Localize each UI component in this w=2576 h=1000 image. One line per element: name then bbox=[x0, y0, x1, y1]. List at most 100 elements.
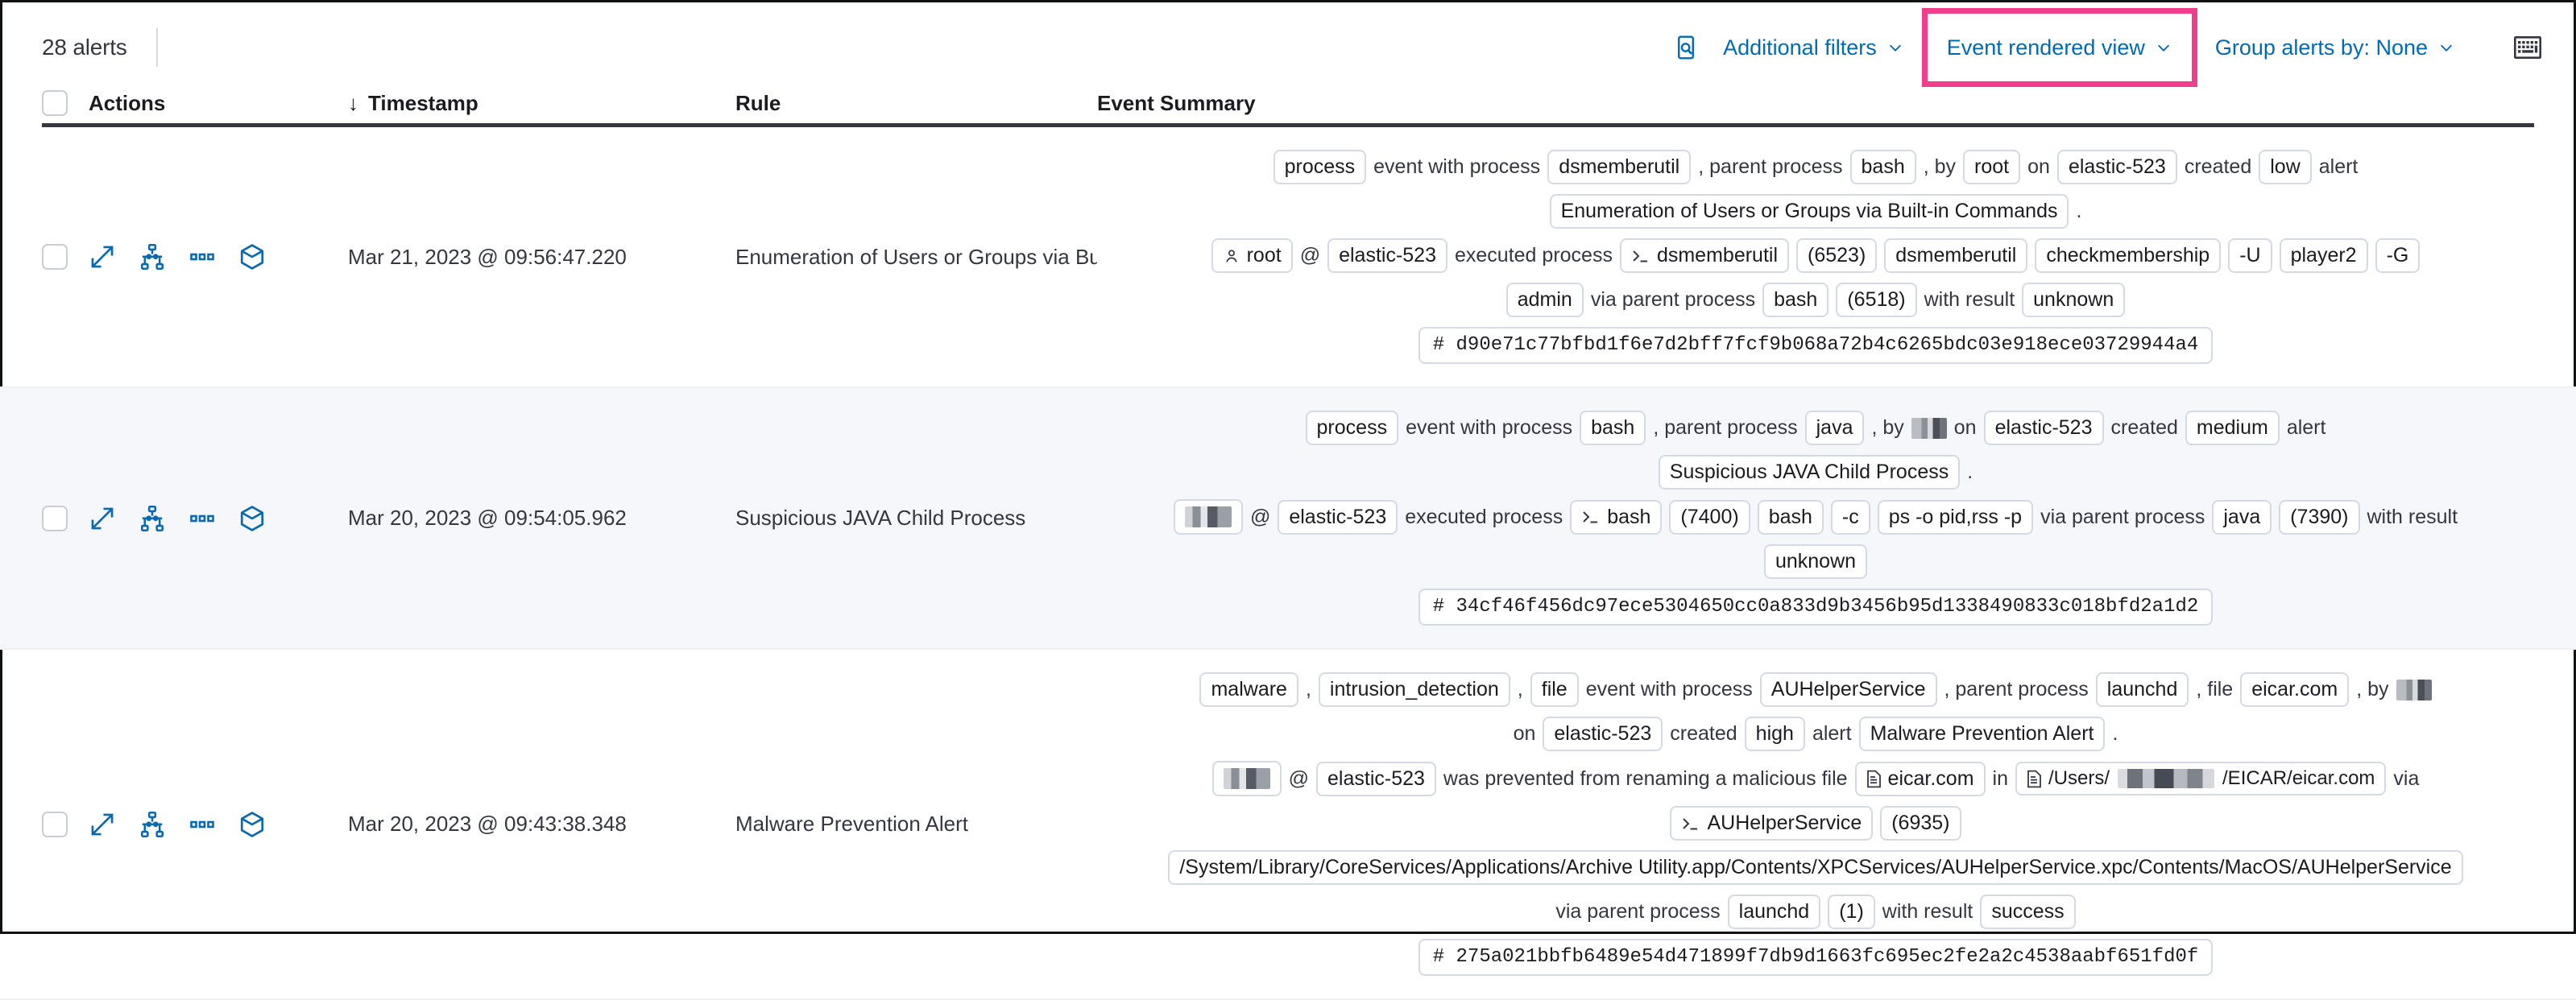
summary-field-chip[interactable]: eicar.com bbox=[1855, 762, 1986, 796]
file-path-chip[interactable]: /Users//EICAR/eicar.com bbox=[2015, 762, 2386, 795]
summary-text: @ bbox=[1250, 507, 1270, 527]
select-all-checkbox[interactable] bbox=[42, 90, 68, 116]
event-hash-chip[interactable]: # 34cf46f456dc97ece5304650cc0a833d9b3456… bbox=[1418, 589, 2214, 626]
column-header-actions[interactable]: Actions bbox=[89, 79, 165, 127]
summary-field-chip[interactable]: launchd bbox=[1728, 895, 1821, 929]
analyzer-cube-icon[interactable] bbox=[238, 243, 266, 271]
summary-field-chip[interactable]: launchd bbox=[2096, 672, 2189, 707]
summary-field-chip[interactable]: dsmemberutil bbox=[1547, 150, 1691, 184]
summary-field-chip[interactable]: (7390) bbox=[2279, 500, 2359, 535]
event-rendered-view-button[interactable]: Event rendered view bbox=[1936, 25, 2184, 70]
summary-field-chip[interactable]: medium bbox=[2185, 411, 2280, 445]
summary-field-chip[interactable]: malware bbox=[1199, 672, 1298, 707]
event-hash-chip[interactable]: # 275a021bbfb6489e54d471899f7db9d1663fc6… bbox=[1418, 939, 2214, 976]
summary-field-chip[interactable]: -U bbox=[2228, 238, 2272, 273]
summary-field-value: admin bbox=[1518, 290, 1572, 310]
summary-field-chip[interactable]: Malware Prevention Alert bbox=[1859, 717, 2106, 751]
redacted-user-chip[interactable] bbox=[1174, 499, 1243, 535]
summary-field-chip[interactable]: process bbox=[1306, 411, 1399, 445]
summary-field-chip[interactable]: /System/Library/CoreServices/Application… bbox=[1168, 850, 2462, 885]
additional-filters-label: Additional filters bbox=[1723, 35, 1877, 60]
summary-field-chip[interactable]: (1) bbox=[1828, 895, 1875, 929]
event-hash-chip[interactable]: # d90e71c77bfbd1f6e7d2bff7fcf9b068a72b4c… bbox=[1418, 327, 2214, 364]
summary-field-chip[interactable]: elastic-523 bbox=[1278, 500, 1398, 535]
event-rendered-view-highlight: Event rendered view bbox=[1922, 8, 2197, 87]
summary-field-value: bash bbox=[1769, 507, 1812, 527]
row-select-checkbox[interactable] bbox=[42, 506, 68, 531]
summary-field-chip[interactable]: Enumeration of Users or Groups via Built… bbox=[1550, 194, 2069, 229]
session-view-icon[interactable] bbox=[139, 811, 166, 838]
summary-field-chip[interactable]: (6935) bbox=[1880, 806, 1961, 841]
summary-field-chip[interactable]: elastic-523 bbox=[2057, 150, 2177, 184]
more-actions-icon[interactable] bbox=[188, 243, 216, 271]
column-header-event-summary[interactable]: Event Summary bbox=[1097, 79, 1256, 127]
summary-field-chip[interactable]: java bbox=[1805, 411, 1865, 445]
summary-field-chip[interactable]: admin bbox=[1506, 283, 1584, 317]
summary-field-chip[interactable]: -c bbox=[1831, 500, 1870, 535]
summary-field-chip[interactable]: checkmembership bbox=[2035, 238, 2221, 273]
summary-field-chip[interactable]: file bbox=[1530, 672, 1579, 707]
summary-field-chip[interactable]: bash bbox=[1758, 500, 1824, 535]
summary-field-chip[interactable]: bash bbox=[1762, 283, 1828, 317]
session-view-icon[interactable] bbox=[139, 505, 166, 532]
more-actions-icon[interactable] bbox=[188, 505, 216, 532]
summary-field-value: Enumeration of Users or Groups via Built… bbox=[1561, 201, 2058, 221]
summary-field-chip[interactable]: player2 bbox=[2280, 238, 2368, 273]
summary-field-chip[interactable]: high bbox=[1745, 717, 1805, 751]
column-header-rule[interactable]: Rule bbox=[735, 79, 781, 127]
summary-field-chip[interactable]: dsmemberutil bbox=[1884, 238, 2027, 273]
summary-field-chip[interactable]: root bbox=[1963, 150, 2020, 184]
summary-field-chip[interactable]: low bbox=[2259, 150, 2312, 184]
row-select-cell bbox=[42, 650, 89, 998]
more-actions-icon[interactable] bbox=[188, 811, 216, 838]
keyboard-icon[interactable] bbox=[2504, 24, 2552, 71]
row-rule-name: Malware Prevention Alert bbox=[735, 650, 1097, 998]
summary-field-chip[interactable]: Suspicious JAVA Child Process bbox=[1659, 455, 1960, 490]
summary-field-chip[interactable]: (6523) bbox=[1796, 238, 1877, 273]
summary-field-chip[interactable]: success bbox=[1980, 895, 2075, 929]
summary-field-chip[interactable]: elastic-523 bbox=[1327, 238, 1447, 273]
summary-field-chip[interactable]: (7400) bbox=[1669, 500, 1750, 535]
analyzer-cube-icon[interactable] bbox=[238, 811, 266, 838]
summary-field-chip[interactable]: AUHelperService bbox=[1670, 806, 1873, 841]
summary-field-chip[interactable]: dsmemberutil bbox=[1620, 238, 1789, 273]
summary-field-chip[interactable]: bash bbox=[1850, 150, 1916, 184]
summary-field-chip[interactable]: eicar.com bbox=[2240, 672, 2349, 707]
expand-icon[interactable] bbox=[89, 811, 116, 838]
expand-icon[interactable] bbox=[89, 505, 116, 532]
additional-filters-button[interactable]: Additional filters bbox=[1710, 25, 1917, 70]
summary-field-chip[interactable]: unknown bbox=[2022, 283, 2125, 317]
summary-text: via bbox=[2393, 769, 2419, 789]
row-select-checkbox[interactable] bbox=[42, 244, 68, 270]
summary-field-chip[interactable]: process bbox=[1274, 150, 1367, 184]
analyzer-cube-icon[interactable] bbox=[238, 505, 266, 532]
summary-field-chip[interactable]: ps -o pid,rss -p bbox=[1878, 500, 2033, 535]
summary-field-chip[interactable]: root bbox=[1211, 238, 1293, 273]
column-header-timestamp[interactable]: ↓ Timestamp bbox=[348, 79, 478, 127]
summary-field-chip[interactable]: AUHelperService bbox=[1760, 672, 1937, 707]
summary-field-chip[interactable]: intrusion_detection bbox=[1319, 672, 1510, 707]
summary-field-chip[interactable]: unknown bbox=[1764, 544, 1867, 579]
summary-field-chip[interactable]: java bbox=[2212, 500, 2272, 535]
redacted-user-chip[interactable] bbox=[1212, 761, 1282, 796]
file-icon bbox=[2027, 770, 2042, 788]
group-alerts-by-button[interactable]: Group alerts by: None bbox=[2202, 25, 2468, 70]
row-select-checkbox[interactable] bbox=[42, 812, 68, 837]
summary-field-chip[interactable]: -G bbox=[2375, 238, 2421, 273]
session-view-icon[interactable] bbox=[139, 243, 166, 271]
event-rendered-view-label: Event rendered view bbox=[1947, 35, 2145, 60]
summary-field-chip[interactable]: (6518) bbox=[1836, 283, 1916, 317]
expand-icon[interactable] bbox=[89, 243, 116, 271]
summary-field-chip[interactable]: elastic-523 bbox=[1984, 411, 2104, 445]
summary-field-chip[interactable]: elastic-523 bbox=[1543, 717, 1663, 751]
inspect-search-icon[interactable] bbox=[1665, 25, 1710, 70]
summary-field-chip[interactable]: bash bbox=[1570, 500, 1662, 535]
summary-field-chip[interactable]: bash bbox=[1580, 411, 1646, 445]
summary-text: created bbox=[2111, 418, 2178, 438]
summary-field-chip[interactable]: elastic-523 bbox=[1316, 762, 1436, 796]
